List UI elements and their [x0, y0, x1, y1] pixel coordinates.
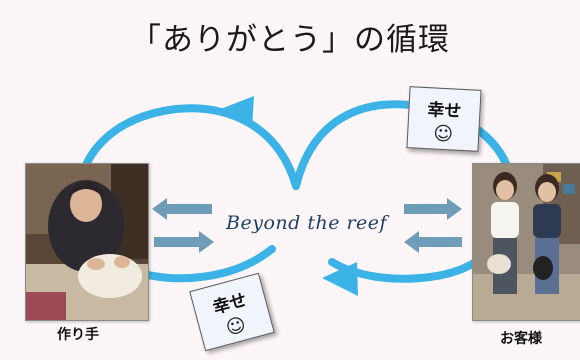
- happiness-card-top: 幸せ ☺: [406, 86, 482, 152]
- right-arrow-pointing-left: [404, 231, 462, 253]
- smiley-icon: ☺: [432, 122, 454, 146]
- left-arrow-pointing-left: [152, 198, 212, 220]
- happiness-card-top-text: 幸せ: [426, 100, 462, 122]
- right-exchange-arrows: [404, 198, 462, 253]
- right-arrow-pointing-right: [404, 198, 462, 220]
- maker-label: 作り手: [57, 327, 99, 343]
- left-cycle-arrowhead: [218, 96, 254, 128]
- left-exchange-arrows: [152, 198, 214, 253]
- customers-photo: [472, 163, 580, 321]
- brand-label: Beyond the reef: [226, 212, 388, 234]
- right-cycle-arrowhead: [322, 262, 358, 296]
- maker-photo: [25, 163, 149, 321]
- left-arrow-pointing-right: [154, 231, 214, 253]
- diagram-title: 「ありがとう」の循環: [130, 22, 450, 58]
- customers-label: お客様: [500, 331, 542, 347]
